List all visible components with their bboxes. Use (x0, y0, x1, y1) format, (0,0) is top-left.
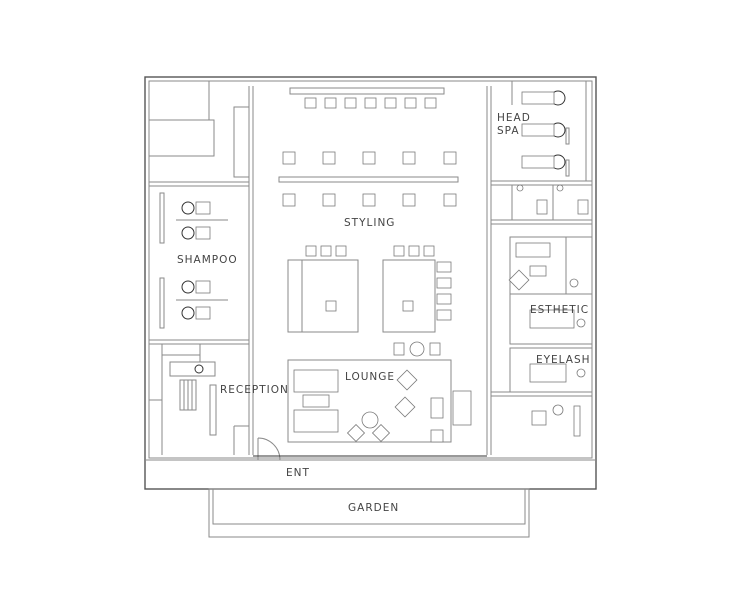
label-styling: STYLING (344, 217, 395, 229)
label-entrance: ENT (286, 467, 310, 479)
label-reception: RECEPTION (220, 384, 289, 396)
esthetic-furniture (508, 242, 586, 437)
label-eyelash: EYELASH (536, 354, 591, 366)
room-labels: HEAD SPA STYLING SHAMPOO ESTHETIC EYELAS… (177, 112, 591, 514)
garden-area (208, 488, 530, 538)
label-head-spa-line2: SPA (497, 125, 520, 137)
label-esthetic: ESTHETIC (530, 304, 589, 316)
lounge-area (287, 359, 472, 443)
label-shampoo: SHAMPOO (177, 254, 238, 266)
styling-islands (287, 245, 452, 357)
head-spa-chairs (516, 90, 589, 215)
reception-desk (169, 361, 217, 436)
shampoo-units (159, 192, 228, 329)
label-garden: GARDEN (348, 502, 399, 514)
entrance-door (253, 437, 487, 461)
label-lounge: LOUNGE (345, 371, 395, 383)
styling-area (278, 87, 459, 207)
label-head-spa: HEAD (497, 112, 531, 124)
interior-walls (148, 80, 593, 455)
